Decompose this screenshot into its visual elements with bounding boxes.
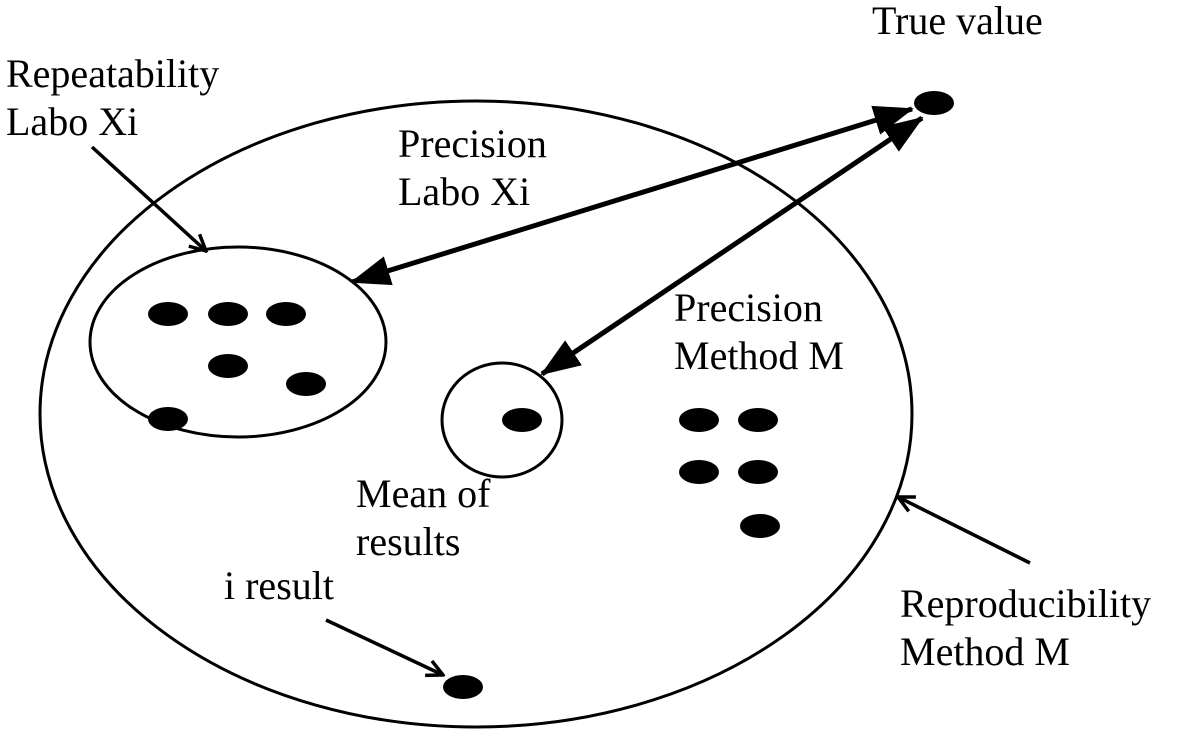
result-dot bbox=[148, 302, 188, 326]
mean-of-results-line-1: Mean of bbox=[356, 471, 491, 516]
precision-labo-line-1: Precision bbox=[398, 121, 547, 166]
result-dot bbox=[208, 354, 248, 378]
reproducibility-label: Reproducibility Method M bbox=[900, 580, 1151, 676]
i-result-text: i result bbox=[224, 563, 334, 608]
true-value-text: True value bbox=[872, 0, 1043, 43]
mean-of-results-line-2: results bbox=[356, 519, 461, 564]
result-dot bbox=[738, 408, 778, 432]
i-result-label: i result bbox=[224, 562, 334, 610]
repeatability-line-1: Repeatability bbox=[6, 51, 220, 96]
result-dot bbox=[679, 408, 719, 432]
result-dot bbox=[208, 302, 248, 326]
repeatability-arrow bbox=[90, 145, 206, 251]
true-value-dot bbox=[914, 91, 954, 115]
method-m-results bbox=[679, 408, 780, 538]
result-dot bbox=[286, 372, 326, 396]
precision-labo-label: Precision Labo Xi bbox=[398, 120, 547, 216]
precision-method-line-1: Precision bbox=[674, 285, 823, 330]
mean-dot bbox=[502, 408, 542, 432]
true-value-label: True value bbox=[872, 0, 1043, 45]
repeatability-line-2: Labo Xi bbox=[6, 99, 139, 144]
precision-method-arrow bbox=[540, 115, 924, 377]
reproducibility-line-2: Method M bbox=[900, 629, 1070, 674]
result-dot bbox=[266, 302, 306, 326]
repeatability-label: Repeatability Labo Xi bbox=[6, 50, 219, 146]
precision-method-label: Precision Method M bbox=[674, 284, 844, 380]
reproducibility-line-1: Reproducibility bbox=[900, 581, 1152, 626]
i-result-dot bbox=[443, 675, 483, 699]
labo-xi-circle bbox=[88, 245, 388, 439]
result-dot bbox=[148, 407, 188, 431]
precision-method-line-2: Method M bbox=[674, 333, 844, 378]
mean-of-results-label: Mean of results bbox=[356, 470, 490, 566]
mean-circle bbox=[440, 361, 564, 479]
precision-labo-line-2: Labo Xi bbox=[398, 169, 531, 214]
reproducibility-arrow bbox=[898, 497, 1031, 565]
result-dot bbox=[740, 514, 780, 538]
i-result-arrow bbox=[325, 618, 443, 675]
result-dot bbox=[679, 460, 719, 484]
reproducibility-ellipse bbox=[38, 99, 914, 729]
labo-xi-results bbox=[148, 302, 326, 431]
result-dot bbox=[738, 460, 778, 484]
